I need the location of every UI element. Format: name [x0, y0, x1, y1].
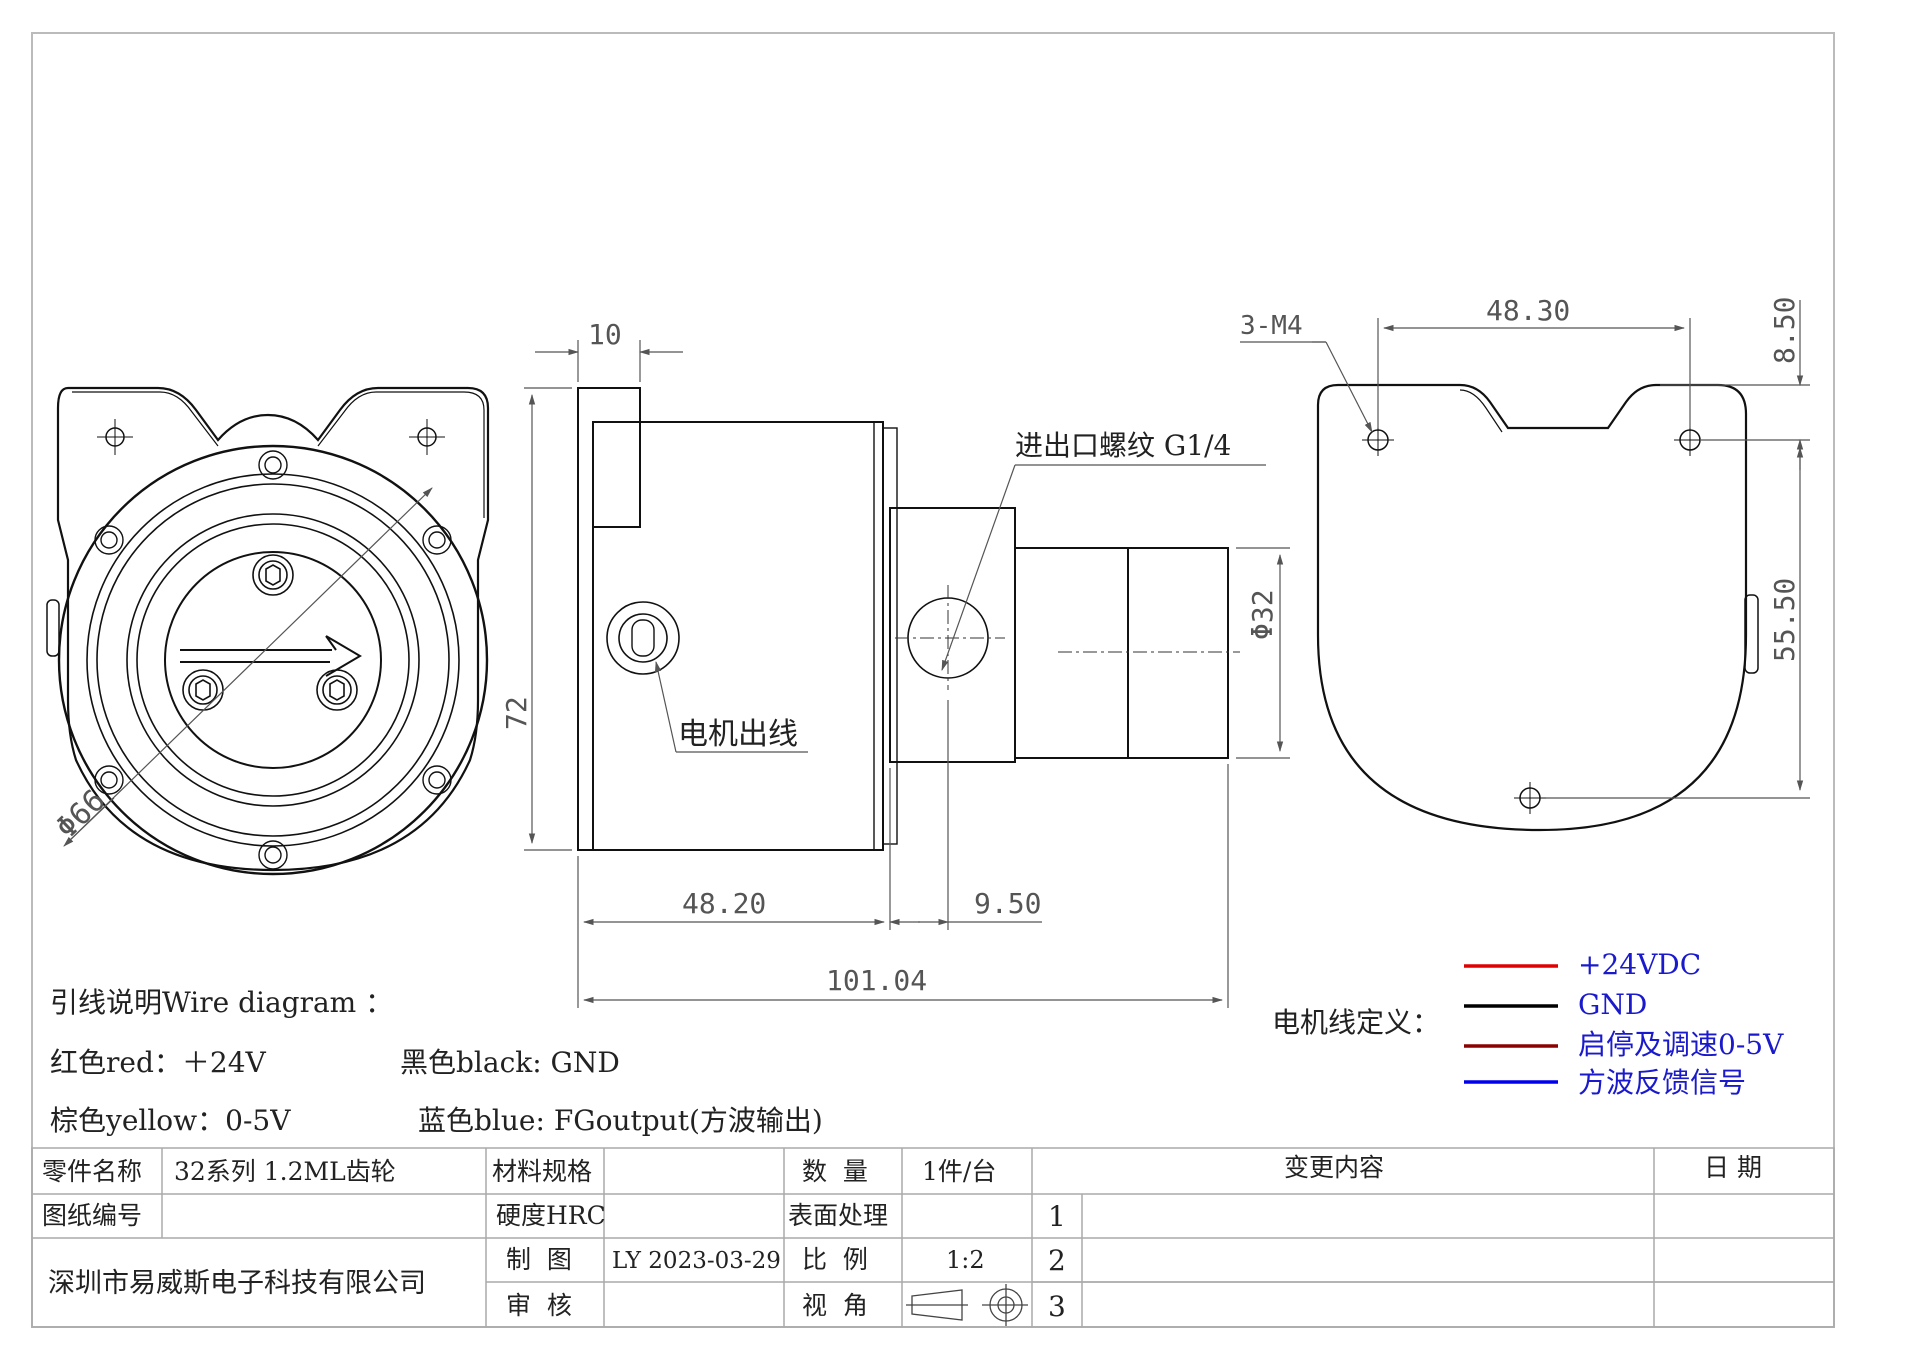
- wire-notes-title: 引线说明Wire diagram ：: [50, 986, 393, 1019]
- change-row-3: 3: [1048, 1290, 1066, 1323]
- date-label: 日 期: [1704, 1153, 1762, 1182]
- legend-label-feedback: 方波反馈信号: [1578, 1066, 1746, 1099]
- legend-title: 电机线定义：: [1272, 1006, 1440, 1039]
- dim-rear-top: 8.50: [1768, 297, 1801, 364]
- legend-label-24vdc: +24VDC: [1578, 948, 1701, 981]
- hardness-label: 硬度HRC: [496, 1201, 606, 1230]
- qty-value: 1件/台: [922, 1157, 996, 1186]
- dim-rear-vertical: 55.50: [1768, 578, 1801, 662]
- surface-label: 表面处理: [788, 1201, 888, 1230]
- drawn-value: LY 2023-03-29: [612, 1248, 781, 1274]
- side-view: 10 72 48.20 9.50 101.04 Φ32 进出口螺纹 G1/4 电…: [500, 318, 1290, 1008]
- projection-symbol-icon: [906, 1284, 1028, 1326]
- callout-port-thread: 进出口螺纹 G1/4: [1015, 429, 1231, 462]
- part-name-value: 32系列 1.2ML齿轮: [174, 1157, 396, 1186]
- change-label: 变更内容: [1284, 1153, 1384, 1182]
- legend-label-gnd: GND: [1578, 988, 1647, 1021]
- drawn-label: 制 图: [506, 1245, 572, 1274]
- rear-hole-label: 3-M4: [1240, 311, 1303, 341]
- view-label: 视 角: [802, 1291, 868, 1320]
- change-row-1: 1: [1048, 1200, 1066, 1233]
- rear-view: 48.30 3-M4 8.50 55.50: [1240, 294, 1810, 832]
- callout-motor-lead: 电机出线: [678, 717, 798, 752]
- wire-notes: 引线说明Wire diagram ： 红色red：＋24V 黑色black: G…: [50, 986, 823, 1137]
- scale-value: 1:2: [946, 1246, 985, 1274]
- company-name: 深圳市易威斯电子科技有限公司: [48, 1268, 426, 1299]
- qty-label: 数 量: [802, 1157, 868, 1186]
- title-block: 零件名称 32系列 1.2ML齿轮 材料规格 数 量 1件/台 变更内容 日 期…: [31, 1147, 1835, 1328]
- wire-note-blue: 蓝色blue: FGoutput(方波输出): [418, 1104, 823, 1137]
- wire-note-brown: 棕色yellow：0-5V: [50, 1104, 291, 1137]
- dim-body: 48.20: [682, 887, 766, 920]
- check-label: 审 核: [506, 1291, 572, 1320]
- change-row-2: 2: [1048, 1244, 1066, 1277]
- material-label: 材料规格: [492, 1157, 592, 1186]
- legend-label-speed: 启停及调速0-5V: [1578, 1028, 1784, 1061]
- wire-note-red: 红色red：＋24V: [50, 1046, 267, 1079]
- scale-label: 比 例: [802, 1245, 868, 1274]
- part-name-label: 零件名称: [42, 1157, 142, 1186]
- dim-height: 72: [500, 696, 533, 730]
- drawing-no-label: 图纸编号: [42, 1201, 142, 1230]
- front-view: Φ66: [46, 386, 490, 876]
- dim-pump-dia: Φ32: [1246, 589, 1279, 640]
- wire-legend: 电机线定义： +24VDC GND 启停及调速0-5V 方波反馈信号: [1272, 948, 1784, 1099]
- wire-note-black: 黑色black: GND: [400, 1046, 620, 1079]
- dim-rear-width: 48.30: [1486, 294, 1570, 327]
- sheet-border: [31, 32, 1835, 1328]
- dim-neck: 9.50: [974, 887, 1041, 920]
- dim-total: 101.04: [826, 964, 927, 997]
- dim-flange: 10: [588, 318, 622, 351]
